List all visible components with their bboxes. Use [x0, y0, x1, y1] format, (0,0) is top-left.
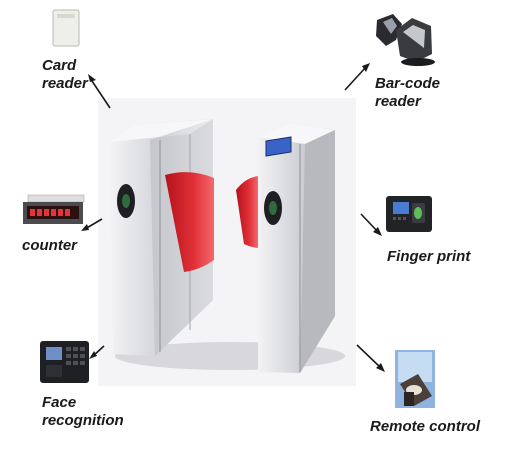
- card-reader-label-line2: reader: [42, 75, 88, 92]
- remote-control-label: Remote control: [370, 418, 481, 435]
- card-reader-label-line1: Card: [42, 57, 77, 74]
- face-recognition-label-line2: recognition: [42, 412, 124, 429]
- face-recognition-label-line1: Face: [42, 394, 77, 411]
- barcode-reader-label-line2: reader: [375, 93, 421, 110]
- barcode-reader-label-line1: Bar-code: [375, 75, 441, 92]
- finger-print-label: Finger print: [387, 248, 471, 265]
- counter-label: counter: [22, 237, 78, 254]
